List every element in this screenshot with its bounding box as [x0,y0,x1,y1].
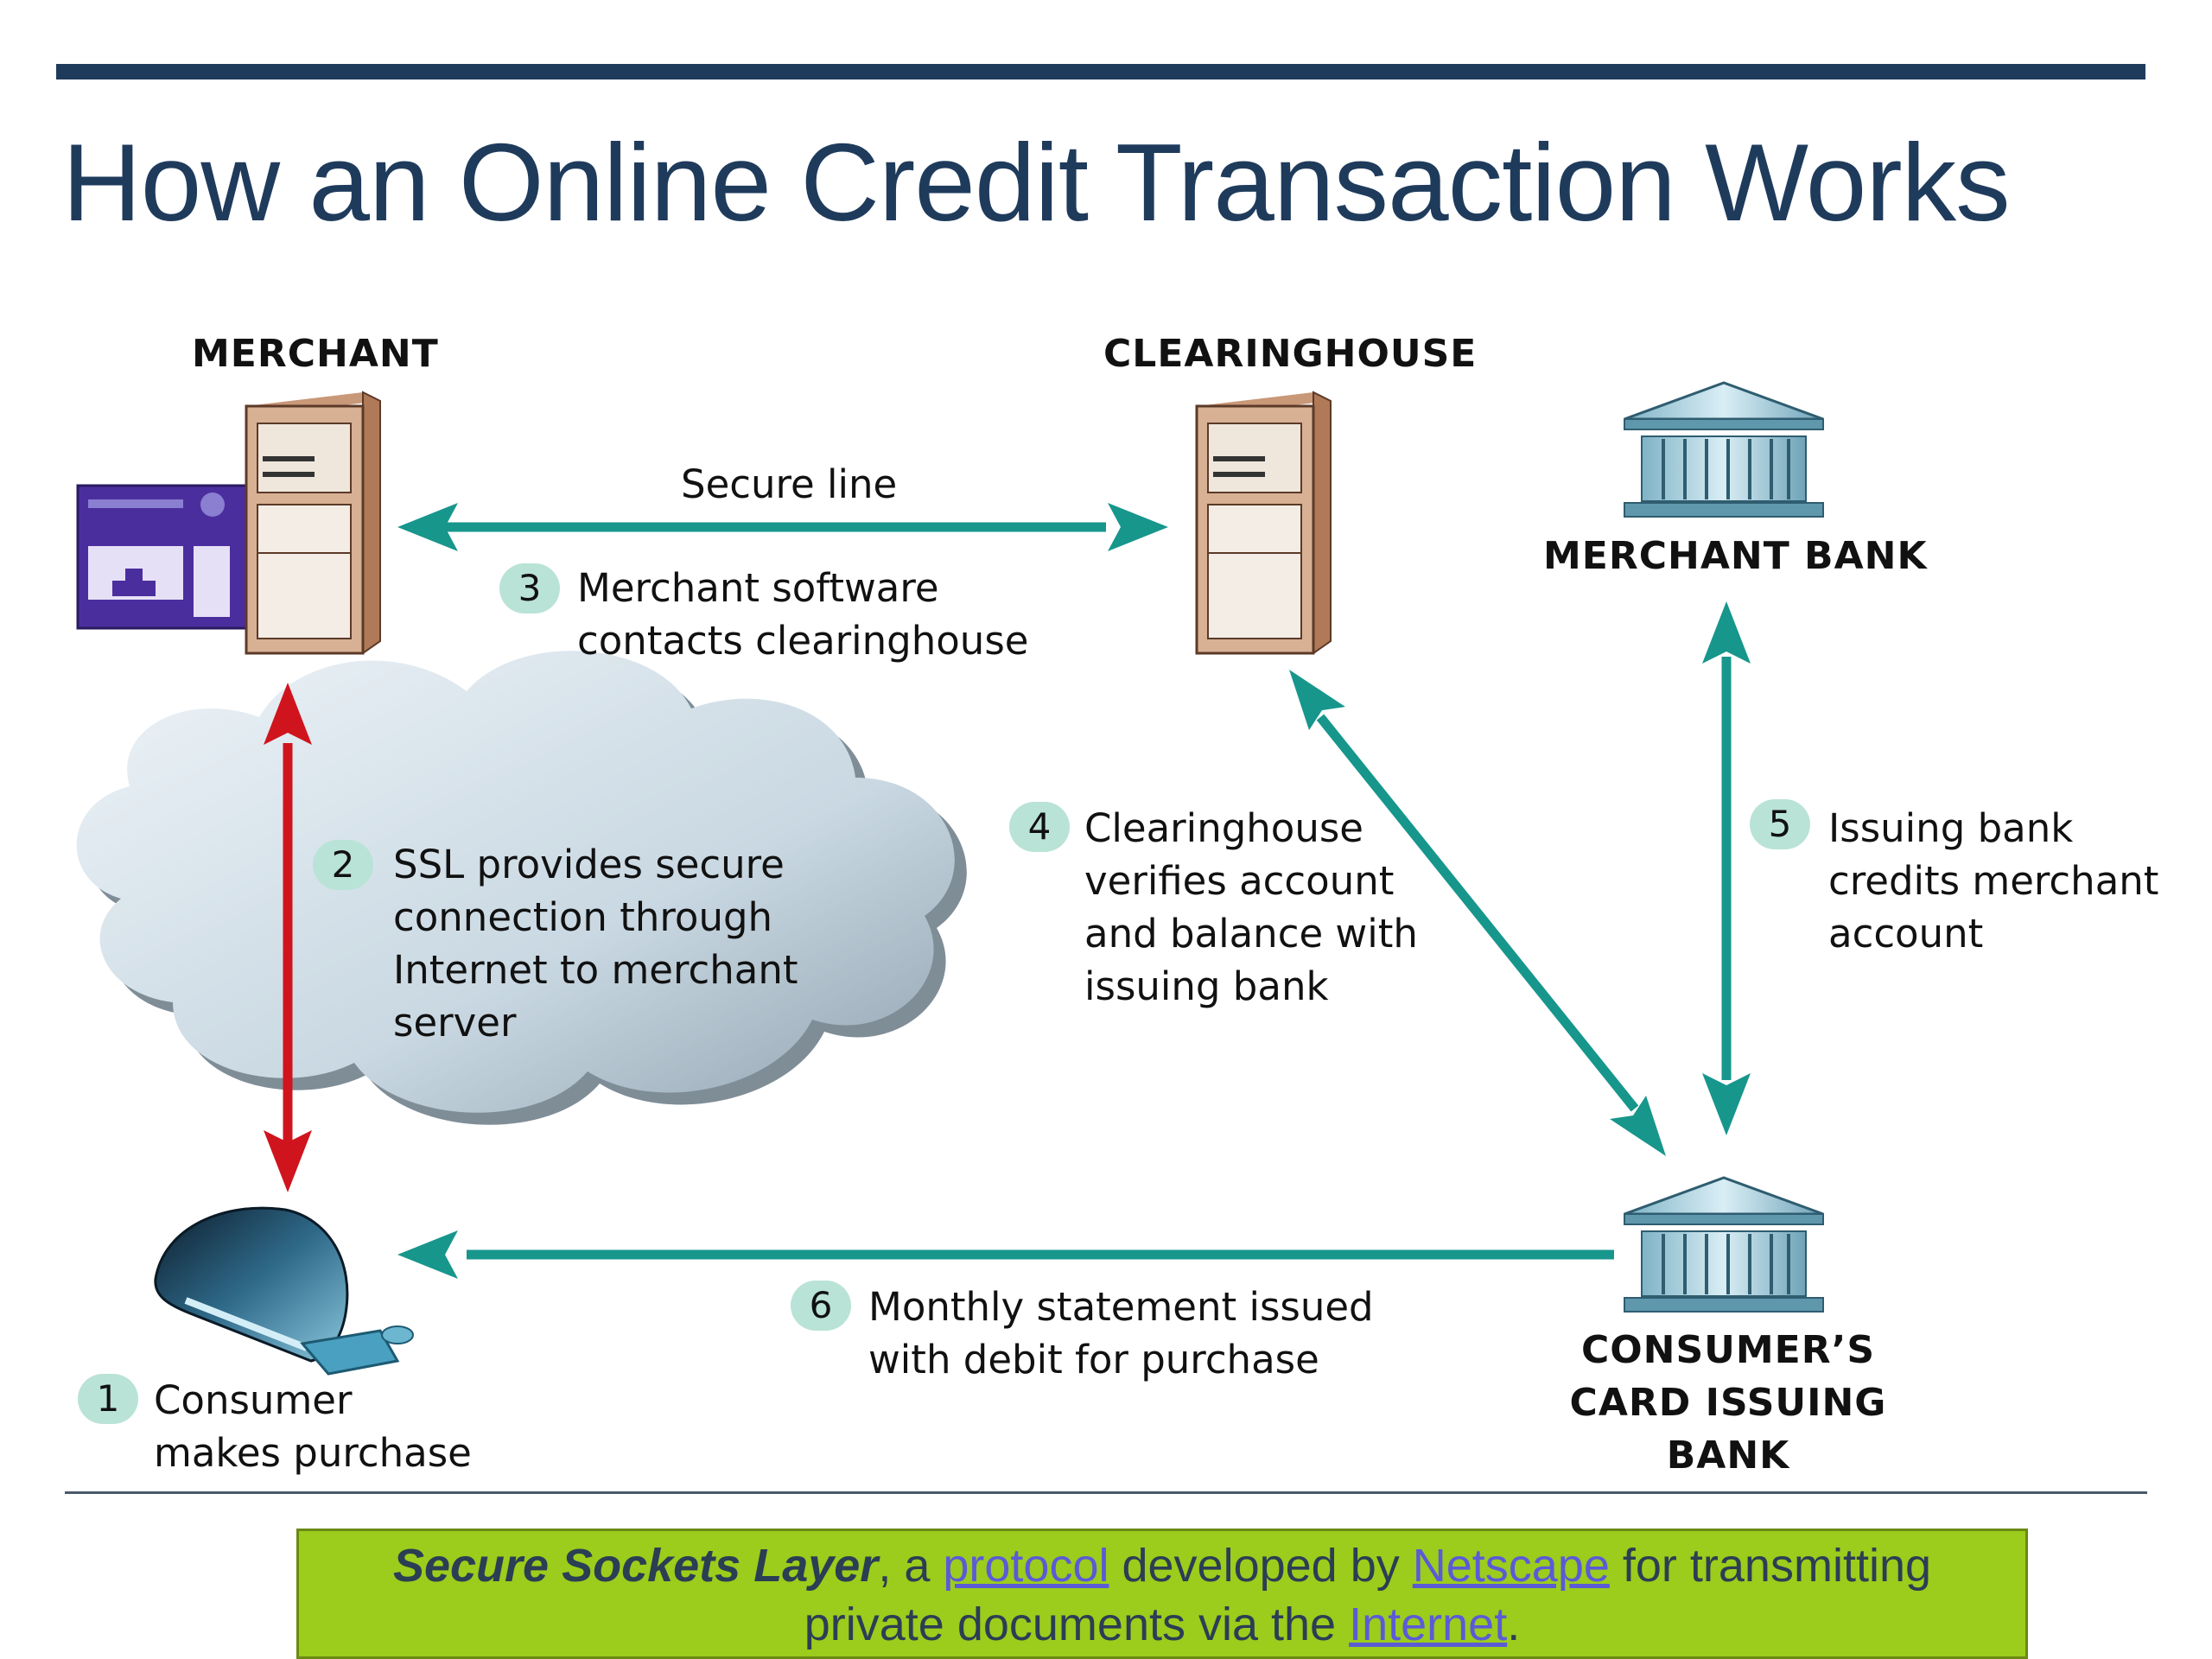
merchant-bank-icon [1624,381,1824,518]
step-6-badge: 6 [791,1281,851,1331]
bottom-rule [65,1491,2147,1494]
top-rule [56,64,2145,79]
caption-line-2: private documents via the Internet. [804,1599,1521,1650]
issuing-bank-label: CONSUMER’S CARD ISSUING BANK [1569,1328,1887,1478]
step-4-badge: 4 [1009,802,1070,852]
arrow-credit-merchant [1702,601,1751,1135]
step-1-badge: 1 [78,1374,138,1424]
arrow-ssl-connection [264,683,312,1192]
slide-title: How an Online Credit Transaction Works [62,121,2011,244]
merchant-bank-label: MERCHANT BANK [1543,534,1928,578]
merchant-server-icon [245,391,381,655]
consumer-computer-icon [154,1206,414,1376]
step-2-badge: 2 [313,840,373,890]
ssl-definition-box: Secure Sockets Layer, a protocol develop… [296,1529,2028,1659]
netscape-link[interactable]: Netscape [1412,1540,1610,1592]
clearinghouse-label: CLEARINGHOUSE [1103,332,1478,376]
step-2-text: SSL provides secure connection through I… [393,842,798,1046]
protocol-link[interactable]: protocol [943,1540,1109,1592]
step-6-text: Monthly statement issued with debit for … [868,1284,1374,1382]
step-3-text: Merchant software contacts clearinghouse [577,565,1029,664]
merchant-website-icon [76,484,278,630]
arrow-monthly-statement [397,1230,1614,1279]
step-3-badge: 3 [499,563,560,613]
secure-line-label: Secure line [681,461,898,507]
internet-link[interactable]: Internet [1349,1599,1508,1650]
internet-cloud-icon [76,651,967,1125]
step-5-text: Issuing bank credits merchant account [1828,805,2159,957]
caption-term: Secure Sockets Layer [392,1540,879,1592]
caption-line-1: Secure Sockets Layer, a protocol develop… [392,1540,1932,1592]
merchant-label: MERCHANT [192,332,439,376]
step-4-text: Clearinghouse verifies account and balan… [1084,805,1418,1009]
step-1-text: Consumer makes purchase [154,1377,472,1476]
step-5-badge: 5 [1750,799,1810,849]
clearinghouse-server-icon [1195,391,1332,655]
arrow-verify-account [1289,670,1666,1156]
arrow-secure-line [397,503,1168,551]
issuing-bank-icon [1624,1176,1824,1313]
